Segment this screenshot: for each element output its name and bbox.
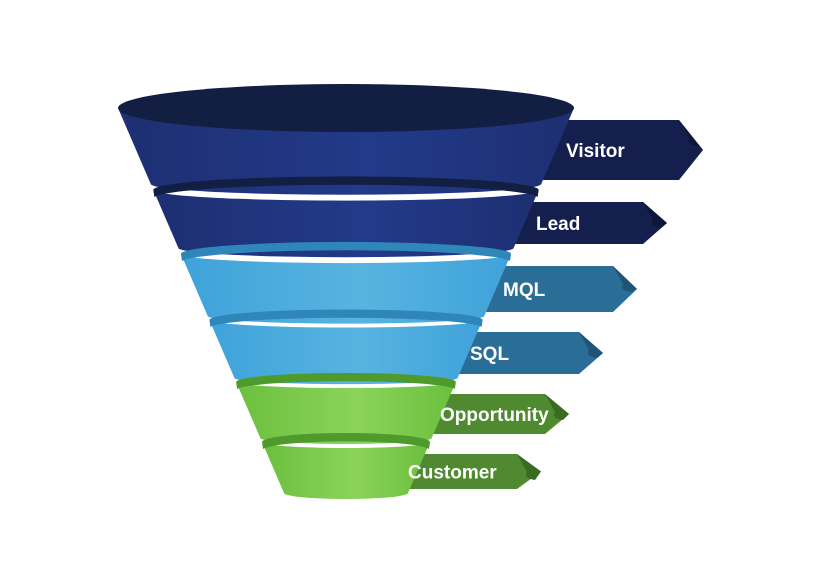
stage-label-customer: Customer [408, 463, 497, 484]
banner-fold-icon [517, 454, 541, 480]
banner-fold-icon [545, 394, 569, 420]
funnel-segment-opportunity [236, 382, 456, 445]
stage-label-lead: Lead [536, 214, 580, 235]
banner-fold-icon [679, 120, 703, 150]
funnel-rim [180, 241, 512, 261]
stage-label-sql: SQL [470, 344, 509, 365]
stage-label-opportunity: Opportunity [440, 405, 549, 426]
funnel-body [118, 84, 574, 499]
funnel-segment-lead [153, 190, 539, 258]
banner-fold-icon [643, 202, 667, 228]
funnel-segment-visitor [118, 108, 574, 195]
funnel-rim [209, 309, 483, 327]
funnel-segment-mql [180, 254, 512, 324]
funnel-top-opening [118, 84, 574, 132]
funnel-segment-sql [209, 320, 483, 385]
funnel-rim [262, 432, 430, 449]
banner-fold-icon [579, 332, 603, 358]
funnel-rim [236, 372, 456, 389]
banner-fold-icon [613, 266, 637, 292]
stage-label-mql: MQL [503, 280, 546, 301]
funnel-rim [153, 176, 539, 197]
funnel-segment-customer [262, 442, 430, 499]
stage-label-visitor: Visitor [566, 141, 625, 162]
